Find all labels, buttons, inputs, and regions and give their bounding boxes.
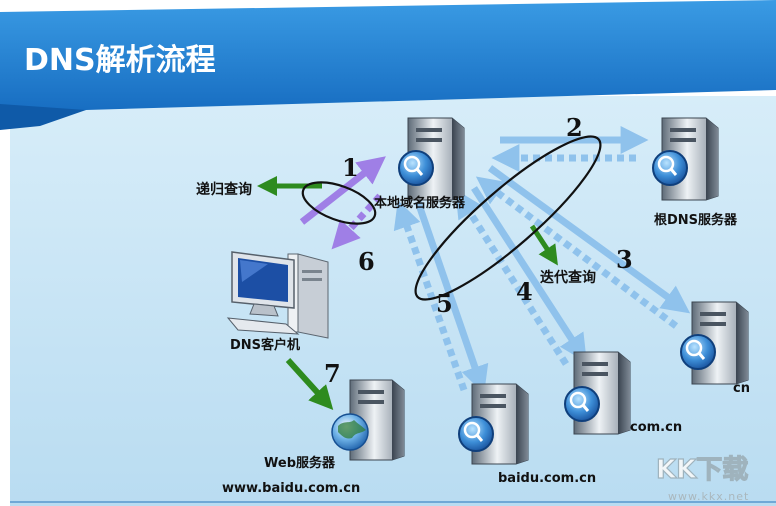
recursive-ellipse <box>301 181 377 225</box>
magnifier-icon <box>398 150 434 186</box>
label-baidu-com-cn: baidu.com.cn <box>498 471 596 486</box>
arrow-local-to-cn <box>487 165 691 314</box>
server-com-cn <box>564 351 631 435</box>
flow-arrows <box>257 126 691 411</box>
arrow-client-to-web <box>285 357 334 411</box>
label-local-dns: 本地域名服务器 <box>374 195 466 211</box>
header-banner <box>0 0 776 122</box>
label-recursive: 递归查询 <box>196 181 252 198</box>
server-root-dns <box>652 117 719 201</box>
server-local-dns <box>398 117 465 201</box>
keyboard-icon <box>226 317 300 335</box>
server-baidu-com-cn <box>458 383 529 465</box>
arrow-local-to-comcn <box>471 186 587 363</box>
step-number: 1 <box>342 153 359 182</box>
label-web-url: www.baidu.com.cn <box>222 481 360 496</box>
arrow-comcn-to-local <box>455 189 569 366</box>
computer-dns-client <box>226 251 329 339</box>
server-web <box>331 379 405 461</box>
label-com-cn: com.cn <box>630 420 682 435</box>
watermark-url: www.kkx.net <box>668 490 749 503</box>
watermark-logo: KK下载 <box>656 455 748 485</box>
label-iterative: 迭代查询 <box>540 269 596 286</box>
arrow-cn-to-local <box>475 176 679 329</box>
magnifier-icon <box>564 386 600 422</box>
server-cn <box>680 301 749 385</box>
step-number: 3 <box>616 245 633 274</box>
step-number: 6 <box>358 247 375 276</box>
label-web-server: Web服务器 <box>264 455 336 471</box>
step-number: 5 <box>436 289 453 318</box>
watermark: KK下载 www.kkx.net <box>655 454 749 503</box>
label-dns-client: DNS客户机 <box>230 337 300 353</box>
magnifier-icon <box>680 334 716 370</box>
label-cn: cn <box>733 381 750 396</box>
arrow-local-to-client <box>331 193 383 250</box>
step-number: 7 <box>324 359 341 388</box>
magnifier-icon <box>458 416 494 452</box>
arrow-baidu-to-local <box>393 200 468 392</box>
magnifier-icon <box>652 150 688 186</box>
header-fold <box>0 104 86 130</box>
step-number: 2 <box>566 113 583 142</box>
arrow-client-to-local <box>299 156 386 225</box>
iterative-ellipse <box>414 135 602 301</box>
page-title: DNS解析流程 <box>24 43 216 78</box>
step-number: 4 <box>516 277 533 306</box>
label-root-dns: 根DNS服务器 <box>654 212 738 228</box>
